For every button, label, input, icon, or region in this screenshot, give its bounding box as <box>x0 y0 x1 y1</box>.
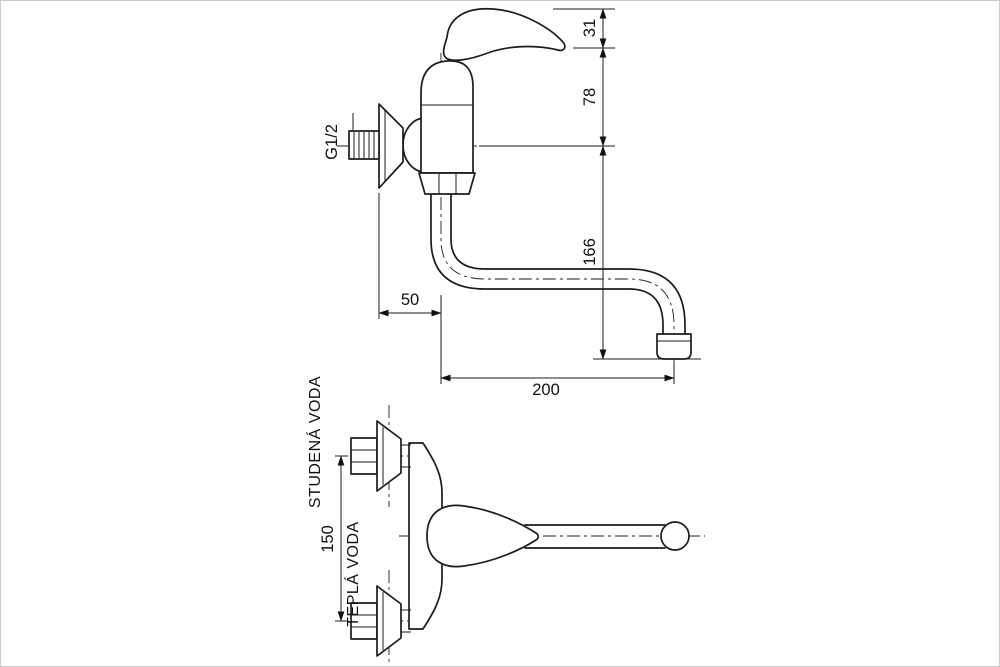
vertical-dimensions: 31 78 166 <box>479 8 701 360</box>
dim-value-150: 150 <box>319 525 337 553</box>
side-body <box>420 60 474 174</box>
horizontal-dimensions: 50 200 <box>378 193 675 399</box>
dim-value-166: 166 <box>581 238 599 266</box>
side-handle <box>442 7 566 62</box>
hot-water-label: TEPLÁ VODA <box>343 521 362 626</box>
plan-hot-connection <box>350 585 411 657</box>
plan-cold-connection <box>350 420 411 492</box>
plan-handle <box>426 504 540 568</box>
dim-value-200: 200 <box>532 381 560 399</box>
plan-spout-outlet <box>660 521 690 551</box>
cold-flange-connector <box>401 444 411 468</box>
cold-wall-flange <box>376 420 402 492</box>
thread-size-label: G1/2 <box>323 124 341 160</box>
plan-view: 150 STUDENÁ VODA TEPLÁ VODA <box>305 376 705 666</box>
dim-value-50: 50 <box>401 291 419 309</box>
hot-stub-nut-facets <box>351 614 377 628</box>
cold-stub-nut <box>350 437 378 475</box>
spout-inner-edge <box>430 193 664 335</box>
hot-wall-flange <box>376 585 402 657</box>
cold-stub-nut-facets <box>351 449 377 463</box>
side-spout-nut <box>418 172 476 195</box>
side-view: G1/2 <box>323 7 692 365</box>
dim-value-31: 31 <box>581 19 599 37</box>
side-wall-stub-threads <box>353 132 375 158</box>
dim-value-78: 78 <box>581 88 599 106</box>
hot-flange-connector <box>401 609 411 633</box>
cold-water-label: STUDENÁ VODA <box>305 376 324 508</box>
side-wall-flange <box>378 103 404 189</box>
plan-body <box>408 442 443 630</box>
spout-outer-edge <box>450 193 686 335</box>
spout-aerator <box>656 333 692 360</box>
side-spout-nut-facets <box>438 173 457 194</box>
side-spout-centerline <box>440 53 675 365</box>
